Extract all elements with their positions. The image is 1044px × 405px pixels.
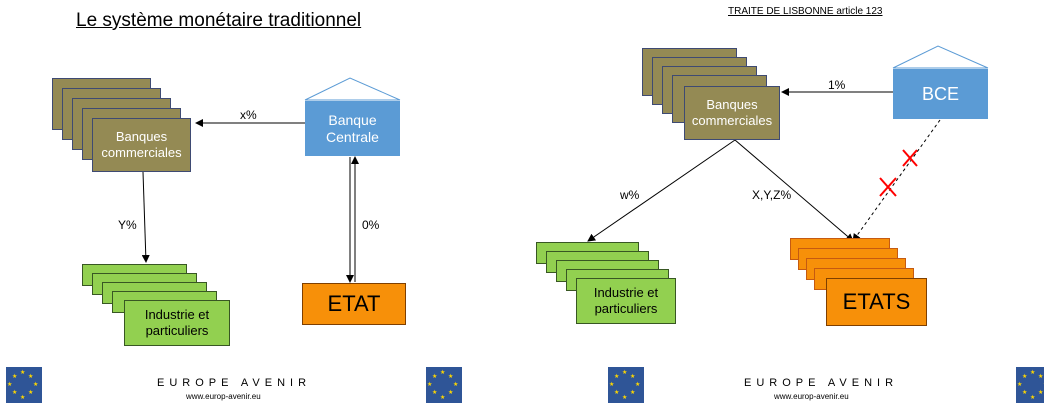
arrow-banks-to-industry xyxy=(141,171,150,263)
right-title: TRAITE DE LISBONNE article 123 xyxy=(728,6,883,17)
industry-box-right: Industrie et particuliers xyxy=(576,278,676,324)
eu-flag-icon: ★★★★★★★★ xyxy=(608,367,644,403)
rate-industry-right-label: w% xyxy=(620,188,640,202)
central-roof-left xyxy=(304,77,401,101)
footer-brand-right: EUROPE AVENIR xyxy=(744,377,899,389)
left-title: Le système monétaire traditionnel xyxy=(76,10,362,31)
eu-flag-icon: ★★★★★★★★ xyxy=(426,367,462,403)
industry-label-right: Industrie et particuliers xyxy=(593,285,659,316)
arrow-banks-to-states xyxy=(734,139,854,242)
rate-states-label: X,Y,Z% xyxy=(752,188,792,202)
bce-label: BCE xyxy=(921,83,959,104)
cross-mark-1 xyxy=(902,149,918,167)
banks-box-left: Banques commerciales xyxy=(92,118,191,172)
industry-box-left: Industrie et particuliers xyxy=(124,300,230,346)
states-label: ETATS xyxy=(842,289,911,314)
rate-banks-label: x% xyxy=(240,108,257,122)
industry-label-left: Industrie et particuliers xyxy=(144,307,210,338)
footer-url-left: www.europ-avenir.eu xyxy=(186,392,261,401)
bce-box: BCE xyxy=(893,69,988,119)
central-bank-box: Banque Centrale xyxy=(305,101,400,156)
footer-url-right: www.europ-avenir.eu xyxy=(774,392,849,401)
central-roof-right xyxy=(892,45,989,69)
rate-industry-label: Y% xyxy=(118,218,137,232)
state-label: ETAT xyxy=(327,291,381,316)
banks-box-right: Banques commerciales xyxy=(684,86,780,140)
eu-flag-icon: ★★★★★★★★ xyxy=(6,367,42,403)
footer-brand-left: EUROPE AVENIR xyxy=(157,377,312,389)
arrow-bce-to-states xyxy=(852,119,941,242)
arrow-banks-to-industry-right xyxy=(587,139,736,242)
central-bank-label: Banque Centrale xyxy=(326,111,379,145)
eu-flag-icon: ★★★★★★★★ xyxy=(1016,367,1044,403)
banks-label-right: Banques commerciales xyxy=(691,97,773,128)
cross-mark-2 xyxy=(879,177,897,197)
banks-label-left: Banques commerciales xyxy=(101,129,182,160)
state-box: ETAT xyxy=(302,283,406,325)
rate-bce-label: 1% xyxy=(828,78,846,92)
states-box: ETATS xyxy=(826,278,927,326)
rate-state-label: 0% xyxy=(362,218,380,232)
